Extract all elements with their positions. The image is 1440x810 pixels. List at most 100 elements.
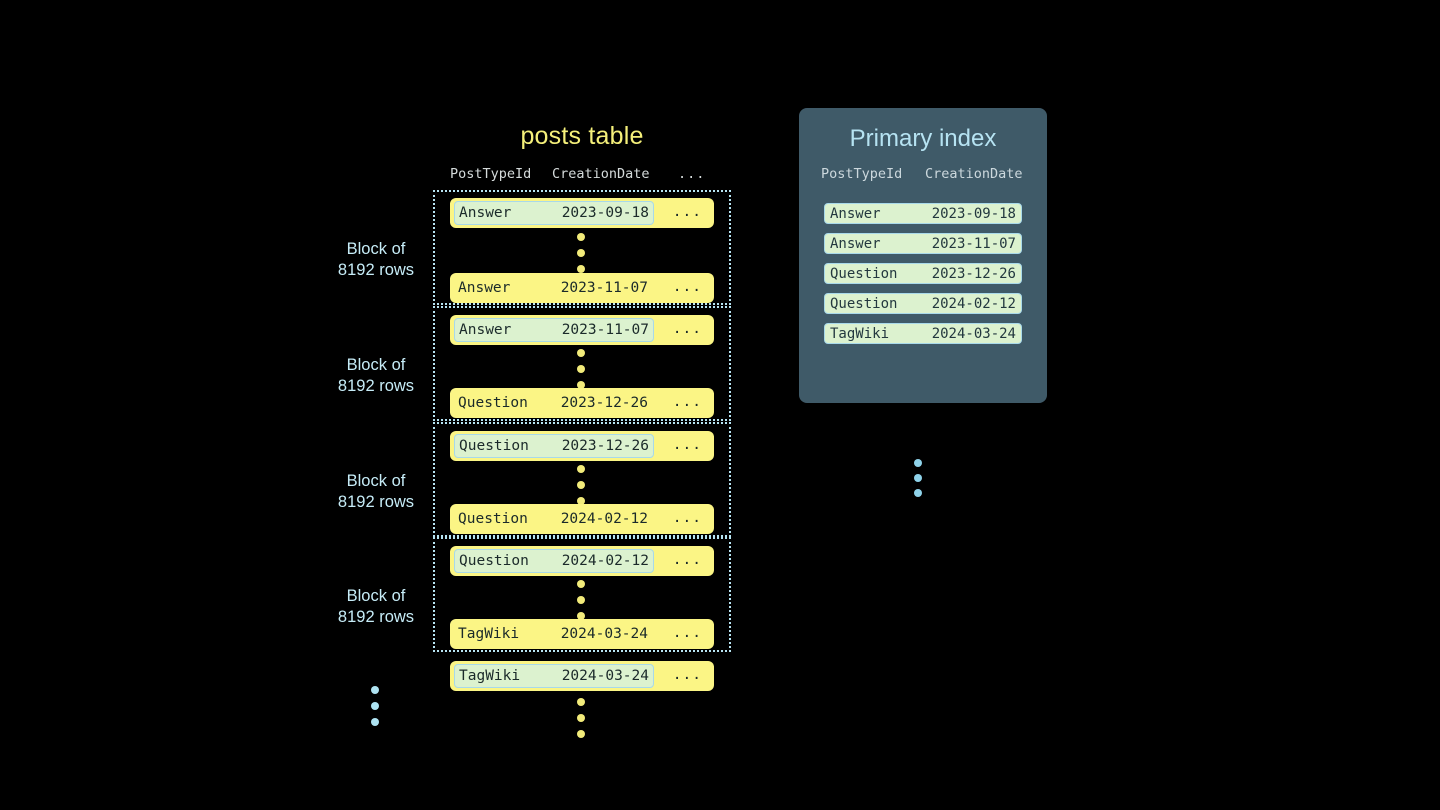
dot xyxy=(577,481,585,489)
dot xyxy=(371,686,379,694)
index-cell-creationdate: 2023-11-07 xyxy=(931,235,1016,252)
cell-creationdate: 2023-12-26 xyxy=(561,438,649,454)
dot xyxy=(577,714,585,722)
table-row: Answer 2023-09-18 ... xyxy=(450,198,714,228)
primary-index-title: Primary index xyxy=(849,125,997,152)
block-4-label-line2: 8192 rows xyxy=(337,608,415,626)
table-row: Answer 2023-11-07 ... xyxy=(450,315,714,345)
dot xyxy=(577,612,585,620)
block-4-label-line1: Block of xyxy=(346,587,406,605)
dot xyxy=(914,489,922,497)
cell-posttypeid: Question xyxy=(458,395,528,411)
cell-creationdate: 2023-11-07 xyxy=(560,280,648,296)
cell-more: ... xyxy=(672,625,702,641)
cell-posttypeid: Answer xyxy=(459,205,512,221)
row-cells: Answer 2023-11-07 xyxy=(454,276,652,300)
dot xyxy=(577,349,585,357)
dot xyxy=(371,718,379,726)
cell-creationdate: 2024-02-12 xyxy=(561,553,649,569)
table-row: Question 2024-02-12 ... xyxy=(450,504,714,534)
blocks-continue-dots xyxy=(371,686,381,734)
row-ellipsis-dots xyxy=(577,233,587,281)
cell-posttypeid: Question xyxy=(459,553,529,569)
cell-creationdate: 2024-03-24 xyxy=(560,626,648,642)
row-key-highlight: Answer 2023-09-18 xyxy=(454,201,654,225)
cell-posttypeid: Answer xyxy=(458,280,511,296)
cell-more: ... xyxy=(672,204,702,220)
dot xyxy=(577,249,585,257)
index-cell-posttypeid: Answer xyxy=(830,205,881,222)
dot xyxy=(577,381,585,389)
index-cell-posttypeid: Answer xyxy=(830,235,881,252)
index-cell-creationdate: 2024-02-12 xyxy=(931,295,1016,312)
index-cell-posttypeid: Question xyxy=(830,295,898,312)
row-cells: TagWiki 2024-03-24 xyxy=(454,622,652,646)
cell-creationdate: 2023-09-18 xyxy=(561,205,649,221)
row-key-highlight: Question 2023-12-26 xyxy=(454,434,654,458)
dot xyxy=(577,465,585,473)
block-3-label: Block of 8192 rows xyxy=(296,471,456,513)
block-1-label-line1: Block of xyxy=(346,240,406,258)
cell-posttypeid: Question xyxy=(459,438,529,454)
cell-creationdate: 2024-03-24 xyxy=(561,668,649,684)
primary-index-column-headers: PostTypeId CreationDate xyxy=(799,166,1047,186)
posts-table-column-headers: PostTypeId CreationDate ... xyxy=(433,166,731,186)
index-row: Question 2024-02-12 xyxy=(824,293,1022,314)
dot xyxy=(577,698,585,706)
row-ellipsis-dots xyxy=(577,580,587,628)
index-continues-dots xyxy=(914,459,922,504)
table-continues-dots xyxy=(577,698,587,746)
cell-more: ... xyxy=(672,321,702,337)
row-cells: Question 2023-12-26 xyxy=(454,391,652,415)
block-1-label-line2: 8192 rows xyxy=(337,261,415,279)
index-cell-posttypeid: Question xyxy=(830,265,898,282)
row-key-highlight: Question 2024-02-12 xyxy=(454,549,654,573)
cell-creationdate: 2023-11-07 xyxy=(561,322,649,338)
dot xyxy=(577,497,585,505)
index-cell-creationdate: 2023-12-26 xyxy=(931,265,1016,282)
cell-more: ... xyxy=(672,667,702,683)
dot xyxy=(577,365,585,373)
row-ellipsis-dots xyxy=(577,349,587,397)
posts-table-title: posts table xyxy=(520,122,644,150)
table-row: TagWiki 2024-03-24 ... xyxy=(450,619,714,649)
cell-posttypeid: TagWiki xyxy=(458,626,520,642)
block-1-label: Block of 8192 rows xyxy=(296,239,456,281)
primary-index-panel: Primary index PostTypeId CreationDate An… xyxy=(799,108,1047,497)
block-1 xyxy=(433,190,731,305)
cell-posttypeid: Answer xyxy=(459,322,512,338)
row-key-highlight: TagWiki 2024-03-24 xyxy=(454,664,654,688)
cell-posttypeid: TagWiki xyxy=(459,668,521,684)
index-row: Question 2023-12-26 xyxy=(824,263,1022,284)
dot xyxy=(577,265,585,273)
block-4 xyxy=(433,537,731,652)
dot xyxy=(914,474,922,482)
block-3-label-line2: 8192 rows xyxy=(337,493,415,511)
block-2-label-line1: Block of xyxy=(346,356,406,374)
table-row: TagWiki 2024-03-24 ... xyxy=(450,661,714,691)
cell-creationdate: 2023-12-26 xyxy=(560,395,648,411)
index-row: Answer 2023-09-18 xyxy=(824,203,1022,224)
table-row: Question 2023-12-26 ... xyxy=(450,388,714,418)
block-3 xyxy=(433,422,731,537)
index-cell-creationdate: 2024-03-24 xyxy=(931,325,1016,342)
block-4-label: Block of 8192 rows xyxy=(296,586,456,628)
cell-more: ... xyxy=(672,510,702,526)
cell-creationdate: 2024-02-12 xyxy=(560,511,648,527)
block-2-label: Block of 8192 rows xyxy=(296,355,456,397)
dot xyxy=(577,730,585,738)
row-key-highlight: Answer 2023-11-07 xyxy=(454,318,654,342)
column-header-posttypeid: PostTypeId xyxy=(450,166,532,182)
index-cell-posttypeid: TagWiki xyxy=(830,325,890,342)
dot xyxy=(577,233,585,241)
block-2 xyxy=(433,306,731,421)
index-row: TagWiki 2024-03-24 xyxy=(824,323,1022,344)
block-2-label-line2: 8192 rows xyxy=(337,377,415,395)
index-column-header-posttypeid: PostTypeId xyxy=(821,166,903,182)
index-column-header-creationdate: CreationDate xyxy=(925,166,1023,182)
dot xyxy=(577,596,585,604)
dot xyxy=(914,459,922,467)
column-header-creationdate: CreationDate xyxy=(552,166,650,182)
cell-more: ... xyxy=(672,279,702,295)
cell-more: ... xyxy=(672,394,702,410)
